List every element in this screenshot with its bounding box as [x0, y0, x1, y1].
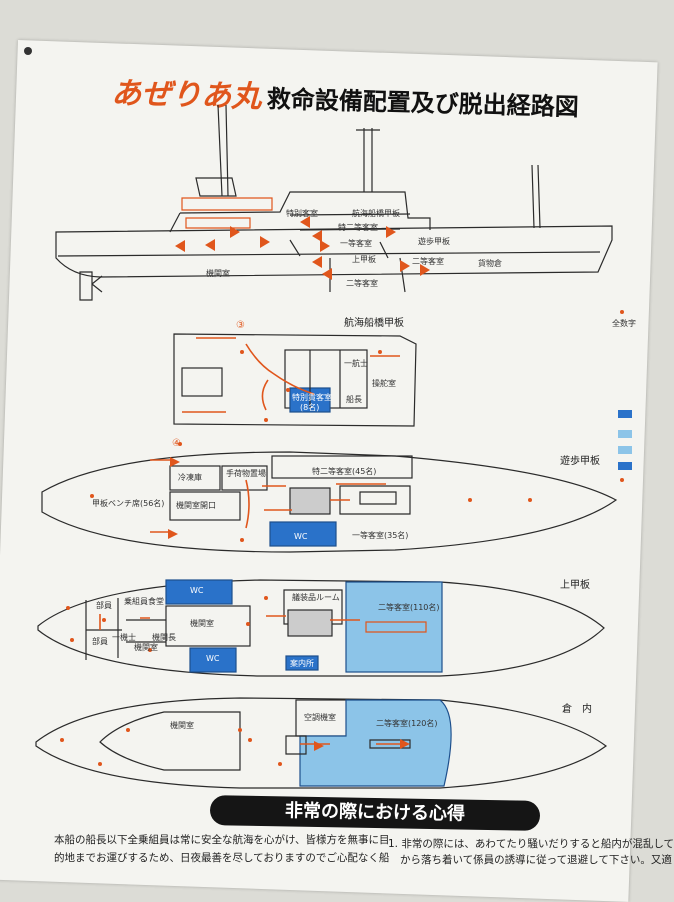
- notice-left-line-2: 的地までお運びするため、日夜最善を尽しておりますのでご心配なく船: [54, 852, 390, 864]
- label-second-class: 二等客室: [412, 257, 444, 266]
- promenade-deck-outline: [41, 451, 618, 553]
- lifeboats: [181, 197, 273, 229]
- pin-icon: [24, 47, 32, 55]
- room-captain: 船長: [346, 395, 362, 404]
- marker-3: ③: [236, 320, 245, 331]
- room-special2: 特二等客室(45名): [312, 467, 377, 476]
- room-crew-1: 部員: [96, 601, 112, 610]
- room-crew-2: 部員: [92, 637, 108, 646]
- room-wc-1: WC: [190, 586, 204, 595]
- section-bridge-deck: 航海船橋甲板: [344, 318, 404, 329]
- legend-text: 全数字: [612, 319, 636, 328]
- section-upper-deck: 上甲板: [560, 580, 590, 591]
- room-second-110: 二等客室(110名): [378, 603, 440, 612]
- label-special2-room: 特二等客室: [338, 223, 378, 232]
- superstructure: [169, 191, 431, 233]
- mast-fore: [217, 104, 229, 197]
- room-vip-capacity: (8名): [300, 403, 320, 412]
- room-first-engineer: 一機士: [112, 633, 136, 642]
- label-first-class: 一等客室: [340, 239, 372, 248]
- legend: [618, 310, 632, 482]
- marker-4: ④: [172, 438, 181, 449]
- label-bridge-deck: 航海船橋甲板: [352, 209, 400, 218]
- mast-aft: [531, 164, 541, 229]
- room-bench-seats: 甲板ベンチ席(56名): [92, 499, 165, 508]
- section-hold: 倉 内: [562, 704, 592, 715]
- notice-left-line-1: 本船の船長以下全乗組員は常に安全な航海を心がけ、皆様方を無事に目: [54, 834, 390, 846]
- room-engine-opening: 機関室開口: [176, 501, 216, 510]
- bridge-deck-outline: [173, 333, 417, 427]
- label-engine-room: 機関室: [206, 269, 230, 278]
- label-special-room: 特別客室: [286, 209, 318, 218]
- room-equipment: 艤装品ルーム: [292, 593, 340, 602]
- room-baggage: 手荷物置場: [226, 469, 266, 478]
- mast-main: [356, 128, 380, 192]
- room-freezer: 冷凍庫: [178, 473, 202, 482]
- section-promenade-deck: 遊歩甲板: [560, 456, 600, 467]
- room-air-conditioning: 空調機室: [304, 713, 336, 722]
- upper-deck-line: [57, 251, 601, 257]
- room-chief-engineer: 機関長: [152, 633, 176, 642]
- escape-arrows: [168, 216, 430, 751]
- label-cargo-hold: 貨物倉: [478, 259, 502, 268]
- hold-outline: [35, 697, 608, 789]
- label-second-class-lower: 二等客室: [346, 279, 378, 288]
- propeller: [79, 271, 103, 301]
- room-hold-engine: 機関室: [170, 721, 194, 730]
- room-vip: 特別貴客室: [292, 393, 332, 402]
- hull-profile: [55, 225, 613, 278]
- room-engine: 機関室: [190, 619, 214, 628]
- upper-deck-outline: [37, 579, 605, 677]
- ship-diagrams: [35, 104, 632, 789]
- room-first: 一等客室(35名): [352, 531, 409, 540]
- room-engine-staff: 機関室: [134, 643, 158, 652]
- room-wc: WC: [294, 532, 308, 541]
- internal-lines: [289, 213, 411, 293]
- room-crew-mess: 乗組員食堂: [124, 597, 164, 606]
- room-first-officer: 一航士: [344, 359, 368, 368]
- room-information: 案内所: [290, 659, 314, 668]
- room-wheelhouse: 操舵室: [372, 379, 396, 388]
- notice-right-line-2: から落ち着いて係員の誘導に従って退避して下さい。又適: [400, 854, 672, 866]
- equipment-dots: [60, 350, 532, 766]
- notice-heading: 非常の際における心得: [209, 795, 541, 831]
- funnel: [195, 177, 237, 197]
- label-promenade: 遊歩甲板: [418, 237, 450, 246]
- room-second-120: 二等客室(120名): [376, 719, 438, 728]
- room-wc-2: WC: [206, 654, 220, 663]
- notice-right-line-1: 1. 非常の際には、あわてたり騒いだりすると船内が混乱して: [388, 838, 674, 850]
- label-upper: 上甲板: [352, 255, 376, 264]
